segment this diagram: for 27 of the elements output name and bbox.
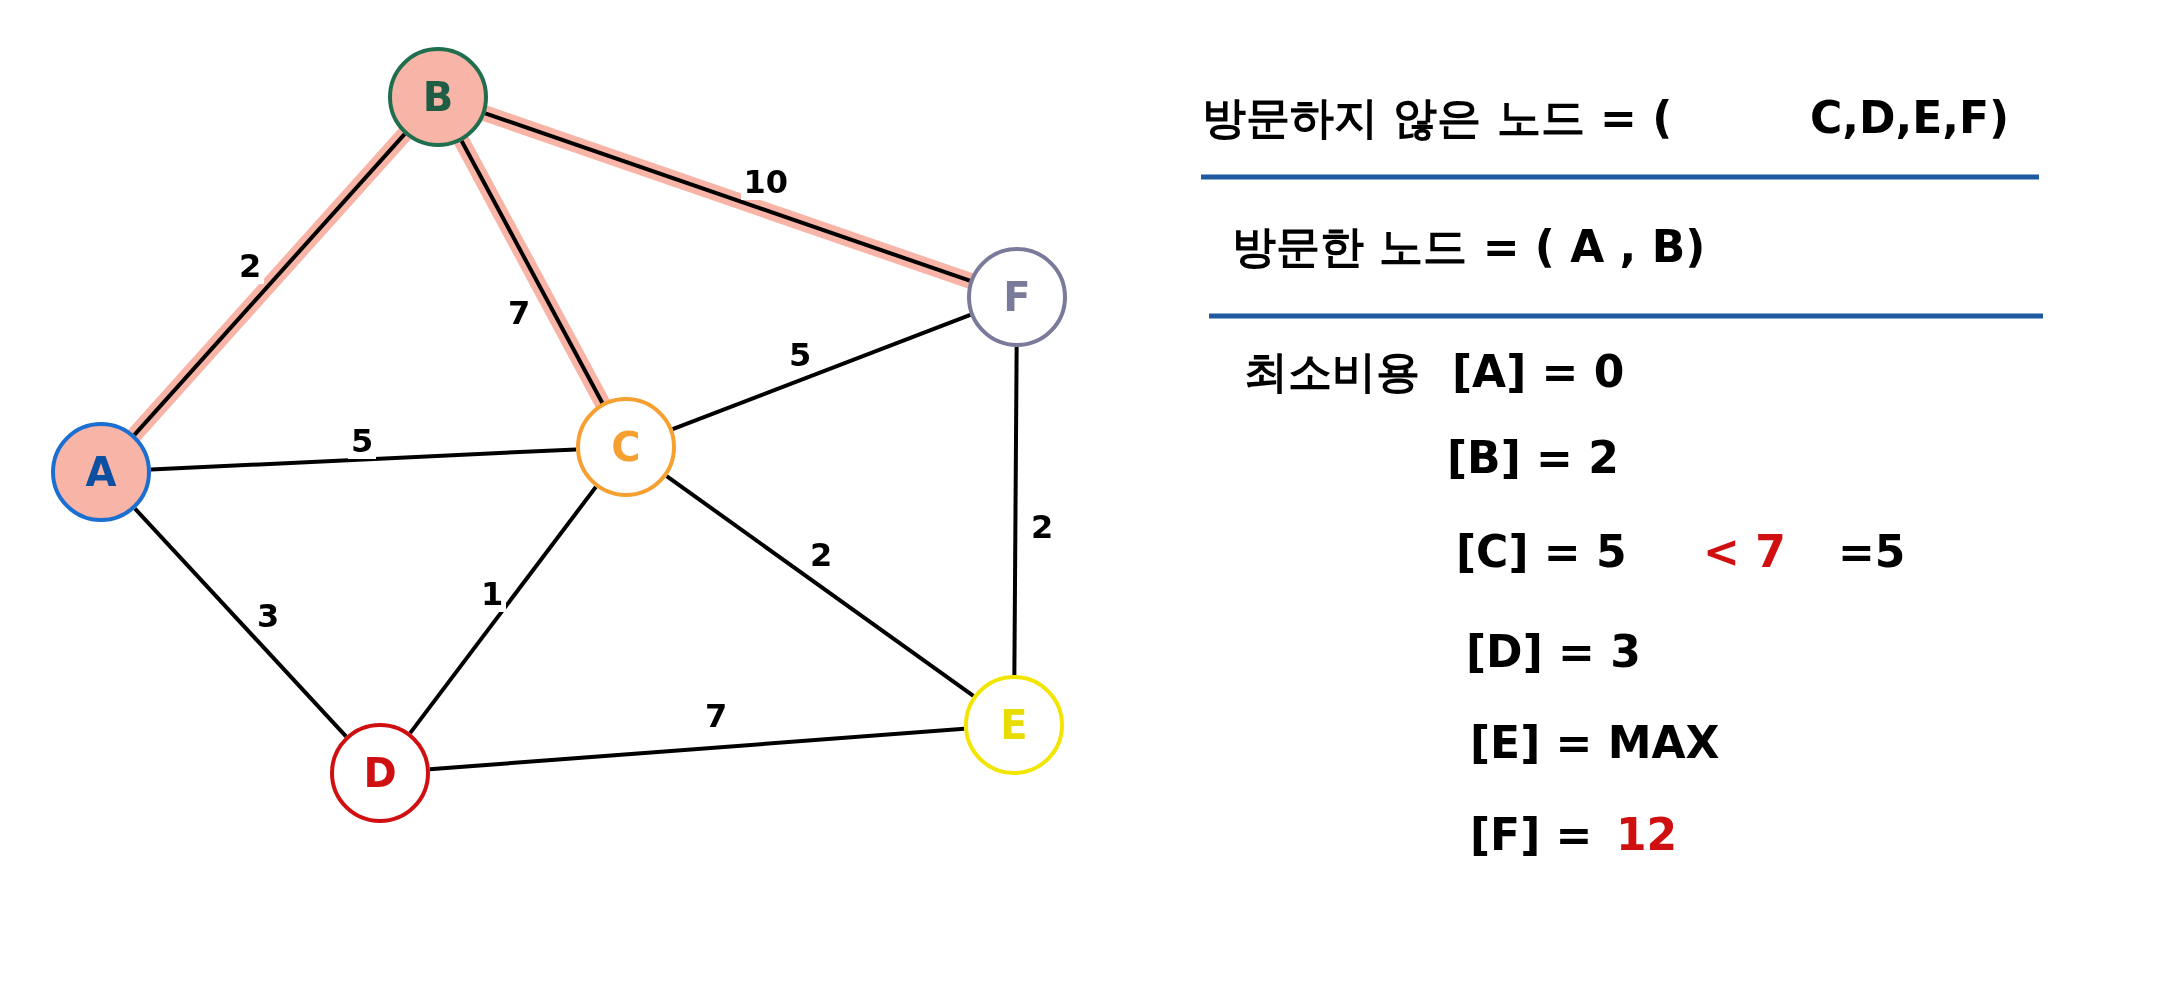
note-text: [F] = <box>1470 810 1593 860</box>
note-text: 방문하지 않은 노드 = ( <box>1202 93 1673 143</box>
graph-node: B <box>388 47 488 147</box>
graph-node: C <box>576 397 676 497</box>
note-text: [E] = MAX <box>1470 718 1720 768</box>
graph-edge <box>408 485 598 735</box>
graph-node: D <box>330 723 430 823</box>
note-text: 방문한 노드 = ( A , B) <box>1232 222 1706 272</box>
note-text: 최소비용 <box>1244 347 1420 397</box>
graph-node: F <box>967 247 1067 347</box>
note-text: [C] = 5 <box>1456 527 1627 577</box>
graph-node: A <box>51 422 151 522</box>
graph-edge <box>1012 347 1019 675</box>
graph-edge <box>150 447 577 472</box>
highlighted-edge <box>126 126 413 443</box>
note-text: [D] = 3 <box>1466 627 1641 677</box>
note-text: [B] = 2 <box>1447 433 1619 483</box>
graph-node: E <box>964 675 1064 775</box>
note-text: [A] = 0 <box>1452 347 1625 397</box>
note-text: < 7 <box>1703 527 1786 577</box>
graph-edge <box>671 313 972 431</box>
graph-edge <box>429 726 965 772</box>
note-text: 12 <box>1616 810 1678 860</box>
graph-edge <box>133 507 348 738</box>
graph-edge <box>665 474 975 698</box>
note-text: =5 <box>1838 527 1906 577</box>
note-text: C,D,E,F) <box>1810 93 2010 143</box>
